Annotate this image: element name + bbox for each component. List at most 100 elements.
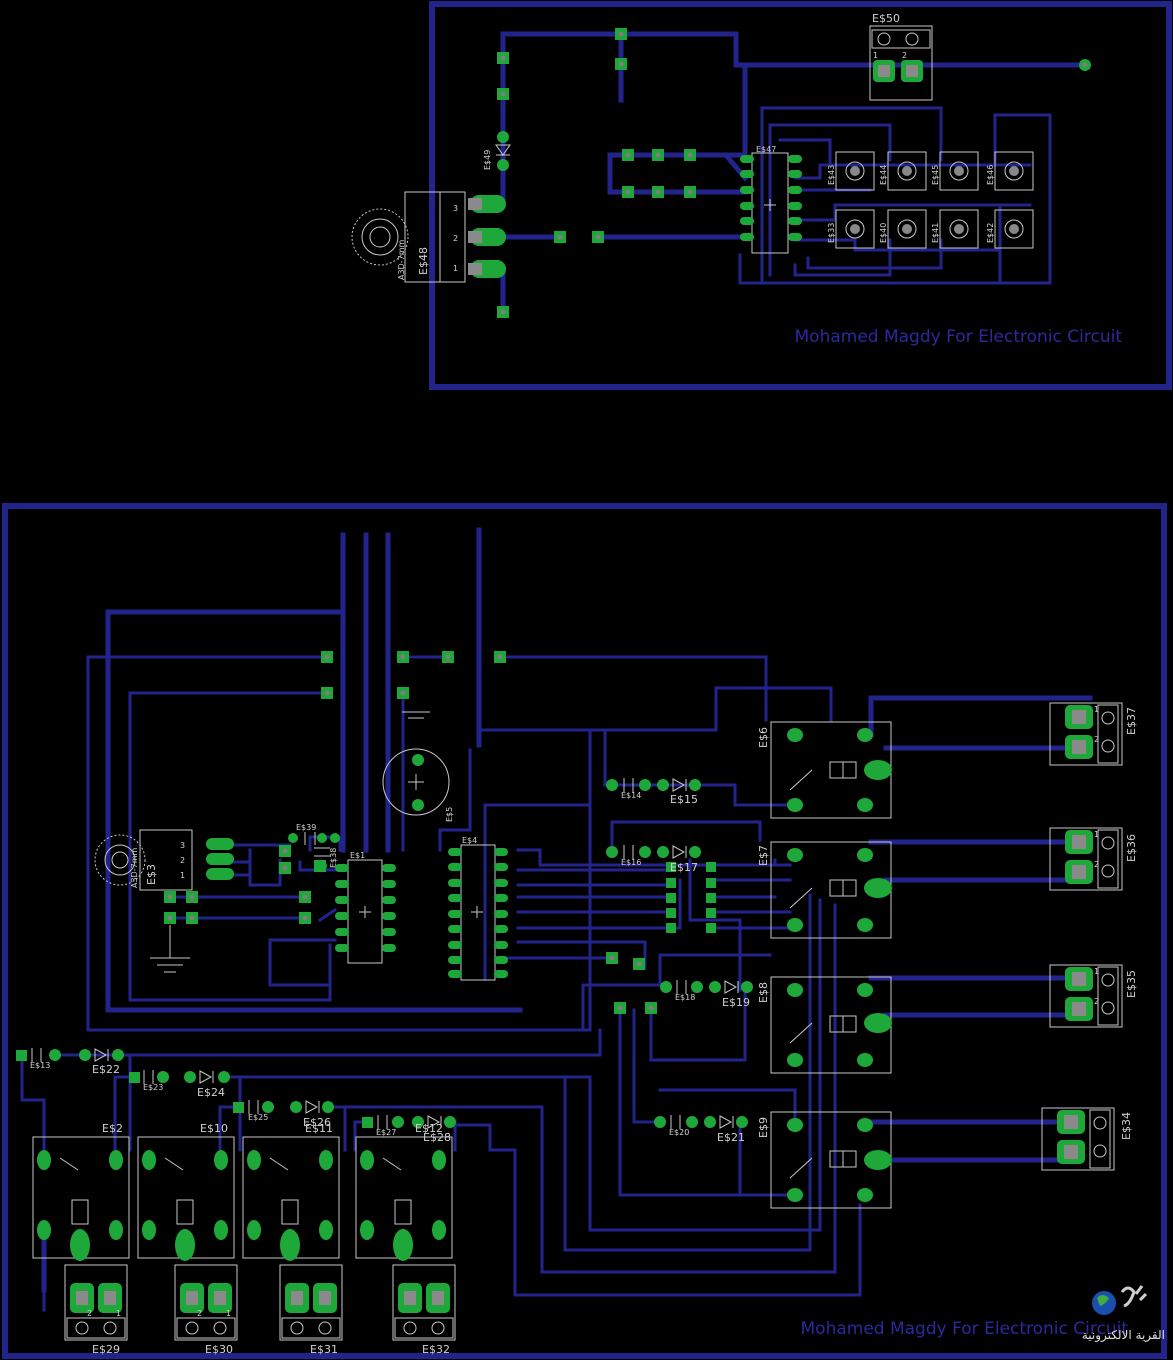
- label-e1: E$1: [350, 851, 365, 860]
- label-e36: E$36: [1125, 834, 1138, 862]
- label-e8: E$8: [757, 982, 770, 1003]
- relay-e10: E$10: [137, 1122, 235, 1261]
- bottom-vias: [150, 651, 716, 1014]
- label-e47: E$47: [756, 145, 776, 154]
- svg-text:E$19: E$19: [722, 996, 750, 1009]
- pushbuttons-top-row: E$43 E$44 E$45 E$46: [827, 151, 1034, 191]
- svg-text:2: 2: [1094, 997, 1099, 1006]
- terminal-e34: E$34: [1041, 1107, 1133, 1171]
- label-e9: E$9: [757, 1117, 770, 1138]
- label-e29: E$29: [92, 1343, 120, 1356]
- svg-text:1: 1: [453, 264, 458, 273]
- relay-e12: E$12: [355, 1122, 453, 1261]
- relay-e9: E$9: [757, 1111, 892, 1209]
- svg-text:A3D-7mm: A3D-7mm: [397, 240, 406, 280]
- svg-text:A3D-7mm: A3D-7mm: [130, 848, 139, 888]
- regulator-e48: 3 2 1 E$48 A3D-7mm: [351, 191, 506, 283]
- logo-text: القرية الالكترونية: [1082, 1328, 1165, 1343]
- cap-diode-row-e25-e26: E$25 E$26: [233, 1100, 334, 1129]
- cap-diode-row-e18-e19: E$18 E$19: [660, 980, 753, 1009]
- svg-text:2: 2: [902, 51, 907, 60]
- svg-text:1: 1: [1094, 830, 1099, 839]
- svg-text:2: 2: [197, 1309, 202, 1318]
- pushbuttons-bottom-row: E$33 E$40 E$41 E$42: [827, 209, 1034, 249]
- svg-text:2: 2: [453, 234, 458, 243]
- relay-e6: E$6: [757, 721, 892, 819]
- bottom-board-traces: [41, 527, 1093, 1293]
- ic-e47: E$47: [740, 145, 802, 254]
- label-e12: E$12: [415, 1122, 443, 1135]
- terminal-e37: 1 2 E$37: [1049, 702, 1138, 766]
- relay-e8: E$8: [757, 976, 892, 1074]
- label-button: E$33: [827, 223, 836, 243]
- label-e32: E$32: [422, 1343, 450, 1356]
- relay-e2: E$2: [32, 1122, 130, 1261]
- label-e11: E$11: [305, 1122, 333, 1135]
- label-e38: E$38: [329, 848, 338, 868]
- header-pins: [666, 862, 716, 933]
- label-e31: E$31: [310, 1343, 338, 1356]
- label-e48: E$48: [417, 247, 430, 275]
- svg-text:E$26: E$26: [303, 1116, 331, 1129]
- top-board-outline: [429, 1, 1172, 390]
- bottom-board: E$5 1 2 3 E$3 A3D-7mm E$39 E$38: [2, 503, 1167, 1359]
- svg-text:2: 2: [180, 856, 185, 865]
- svg-text:E$20: E$20: [669, 1128, 689, 1137]
- svg-text:E$16: E$16: [621, 858, 641, 867]
- terminal-e32: E$32: [392, 1264, 456, 1356]
- terminal-e30: 2 1 E$30: [174, 1264, 238, 1356]
- label-e10: E$10: [200, 1122, 228, 1135]
- cap-diode-row-e27-e28: E$27 E$28: [362, 1115, 456, 1144]
- credit-top: Mohamed Magdy For Electronic Circuit: [795, 327, 1123, 347]
- label-button: E$42: [986, 223, 995, 243]
- svg-text:E$15: E$15: [670, 793, 698, 806]
- terminal-e35: 1 2 E$35: [1049, 964, 1138, 1028]
- label-button: E$46: [986, 165, 995, 185]
- svg-text:E$18: E$18: [675, 993, 695, 1002]
- svg-text:1: 1: [226, 1309, 231, 1318]
- terminal-e36: 1 2 E$36: [1049, 827, 1138, 891]
- label-e5: E$5: [445, 807, 454, 822]
- bottom-board-outline: [2, 503, 1167, 1359]
- svg-text:E$23: E$23: [143, 1083, 163, 1092]
- label-e30: E$30: [205, 1343, 233, 1356]
- top-board: E$49 3 2 1 E$48 A3D-7mm: [351, 1, 1172, 390]
- svg-text:1: 1: [1094, 967, 1099, 976]
- terminal-e31: E$31: [279, 1264, 343, 1356]
- label-e7: E$7: [757, 845, 770, 866]
- relay-e7: E$7: [757, 841, 892, 939]
- svg-text:1: 1: [1094, 705, 1099, 714]
- relay-e11: E$11: [242, 1122, 340, 1261]
- buzzer-e5: E$5: [382, 711, 454, 822]
- label-button: E$41: [931, 223, 940, 243]
- svg-text:E$17: E$17: [670, 861, 698, 874]
- svg-text:E$27: E$27: [376, 1128, 396, 1137]
- terminal-e29: 2 1 E$29: [64, 1264, 128, 1356]
- cap-diode-row-e23-e24: E$23 E$24: [129, 1070, 230, 1099]
- cap-diode-row-e20-e21: E$20 E$21: [654, 1115, 748, 1144]
- top-board-vias: [497, 28, 1091, 318]
- svg-text:E$14: E$14: [621, 791, 641, 800]
- cap-diode-row-e16-e17: E$16 E$17: [606, 845, 701, 874]
- label-e35: E$35: [1125, 970, 1138, 998]
- svg-text:1: 1: [180, 871, 185, 880]
- label-button: E$43: [827, 165, 836, 185]
- svg-text:E$22: E$22: [92, 1063, 120, 1076]
- svg-text:E$25: E$25: [248, 1113, 268, 1122]
- svg-text:2: 2: [1094, 735, 1099, 744]
- ic-e4: E$4: [448, 836, 508, 981]
- label-e49: E$49: [483, 150, 492, 170]
- label-button: E$44: [879, 165, 888, 185]
- svg-text:2: 2: [87, 1309, 92, 1318]
- diode-e49: E$49: [483, 131, 511, 171]
- label-e4: E$4: [462, 836, 477, 845]
- cap-e39: E$39: [288, 823, 340, 845]
- label-button: E$45: [931, 165, 940, 185]
- logo: القرية الالكترونية: [1082, 1285, 1165, 1343]
- label-e39: E$39: [296, 823, 316, 832]
- svg-text:3: 3: [180, 841, 185, 850]
- svg-text:E$21: E$21: [717, 1131, 745, 1144]
- svg-text:1: 1: [873, 51, 878, 60]
- cap-diode-row-e14-e15: E$14 E$15: [606, 778, 701, 806]
